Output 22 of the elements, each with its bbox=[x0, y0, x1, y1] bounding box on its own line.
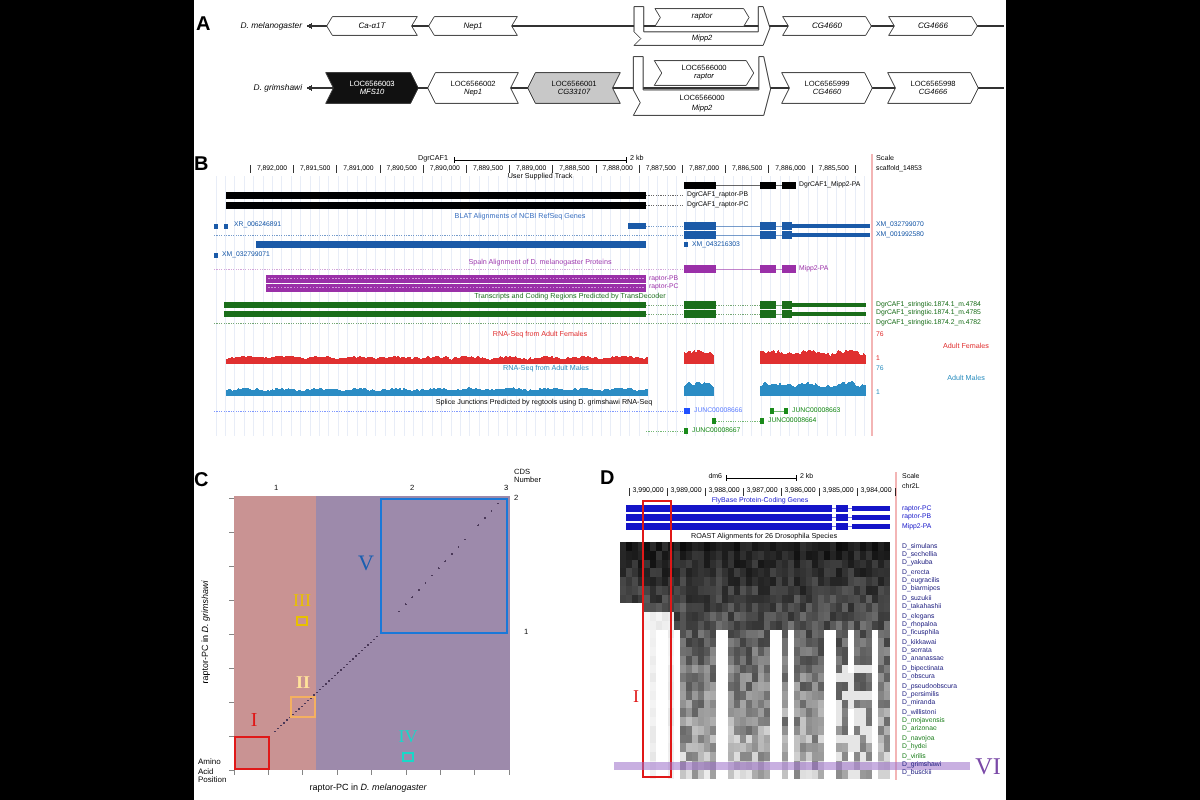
roman-numeral: III bbox=[293, 592, 311, 610]
gene-block bbox=[426, 72, 520, 104]
gene-block bbox=[324, 16, 420, 36]
panel-letter: A bbox=[196, 16, 211, 36]
gene-block bbox=[886, 72, 980, 104]
gene-block bbox=[632, 56, 772, 116]
roman-numeral: I bbox=[250, 712, 258, 732]
gene-block bbox=[780, 72, 874, 104]
gene-block bbox=[632, 6, 772, 46]
roman-numeral: IV bbox=[398, 728, 418, 746]
roman-numeral: V bbox=[358, 554, 374, 576]
roman-numeral: VI bbox=[975, 754, 1001, 778]
gene-block bbox=[324, 72, 420, 104]
panel-letter: B bbox=[194, 156, 209, 176]
panel-letter: D bbox=[600, 470, 615, 490]
roman-numeral: I bbox=[633, 688, 639, 706]
gene-block bbox=[886, 16, 980, 36]
panel-letter: C bbox=[194, 472, 209, 492]
roman-numeral: II bbox=[296, 674, 310, 692]
gene-block bbox=[526, 72, 622, 104]
gene-block bbox=[426, 16, 520, 36]
gene-block bbox=[780, 16, 874, 36]
